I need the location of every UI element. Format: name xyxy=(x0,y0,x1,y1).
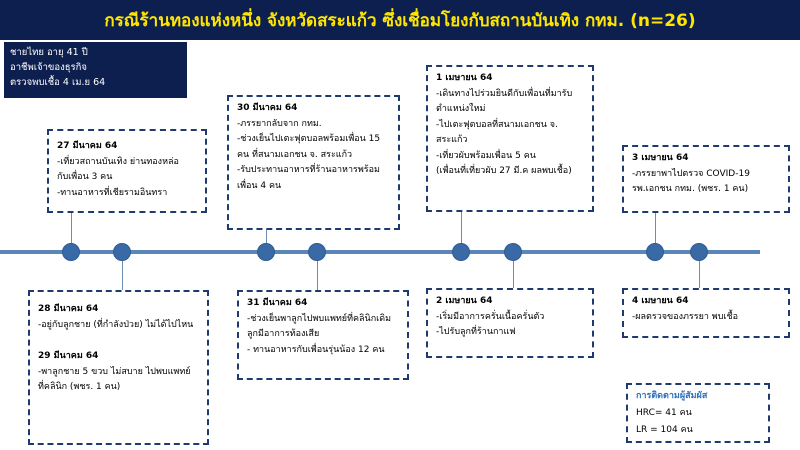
timeline-dot xyxy=(646,243,664,261)
event-date: 3 เมษายน 64 xyxy=(632,153,689,163)
event-line: ที่คลินิก (พชร. 1 คน) xyxy=(38,382,121,392)
event-line: -พาลูกชาย 5 ขวบ ไม่สบาย ไปพบแพทย์ xyxy=(38,366,191,377)
page-title: กรณีร้านทองแห่งหนึ่ง จังหวัดสระแก้ว ซึ่ง… xyxy=(104,10,696,31)
event-box-mar30: 30 มีนาคม 64 -ภรรยากลับจาก กทม. -ช่วงเย็… xyxy=(227,95,400,230)
case-info-line: อาชีพเจ้าของธุรกิจ xyxy=(10,62,87,73)
event-line: คน ที่สนามเอกชน จ. สระแก้ว xyxy=(237,149,353,160)
timeline-dot xyxy=(62,243,80,261)
event-line: ตำแหน่งใหม่ xyxy=(436,104,486,114)
event-line: -ทานอาหารที่เชียรามอินทรา xyxy=(57,187,168,198)
event-line: (เพื่อนที่เที่ยวผับ 27 มี.ค ผลพบเชื้อ) xyxy=(436,166,572,176)
event-line: -เดินทางไปร่วมยินดีกับเพื่อนที่มารับ xyxy=(436,88,573,99)
event-box-apr3: 3 เมษายน 64 -ภรรยาพาไปตรวจ COVID-19 รพ.เ… xyxy=(622,145,790,213)
connector-line xyxy=(266,230,267,245)
summary-line: HRC= 41 คน xyxy=(636,408,692,418)
event-date: 4 เมษายน 64 xyxy=(632,296,689,306)
event-line: -ช่วงเย็นพาลูกไปพบแพทย์ที่คลินิกเดิม xyxy=(247,313,392,324)
connector-line xyxy=(71,213,72,245)
connector-line xyxy=(122,260,123,290)
event-line: -ช่วงเย็นไปเตะฟุตบอลพร้อมเพื่อน 15 xyxy=(237,134,381,144)
event-box-mar27: 27 มีนาคม 64 -เที่ยวสถานบันเทิง ย่านทองห… xyxy=(47,129,207,213)
case-info-box: ชายไทย อายุ 41 ปี อาชีพเจ้าของธุรกิจ ตรว… xyxy=(4,42,187,98)
summary-title: การติดตามผู้สัมผัส xyxy=(636,391,708,401)
case-info-line: ตรวจพบเชื้อ 4 เม.ย 64 xyxy=(10,77,106,88)
event-line: -ผลตรวจของภรรยา พบเชื้อ xyxy=(632,311,739,322)
event-box-apr1: 1 เมษายน 64 -เดินทางไปร่วมยินดีกับเพื่อน… xyxy=(426,65,594,212)
event-line: -เที่ยวผับพร้อมเพื่อน 5 คน xyxy=(436,150,536,161)
title-bar: กรณีร้านทองแห่งหนึ่ง จังหวัดสระแก้ว ซึ่ง… xyxy=(0,0,800,40)
contact-tracing-summary: การติดตามผู้สัมผัส HRC= 41 คน LR = 104 ค… xyxy=(626,383,770,443)
event-box-mar28-29: 28 มีนาคม 64 -อยู่กับลูกชาย (ที่กำลังป่ว… xyxy=(28,290,209,445)
event-line: รพ.เอกชน กทม. (พชร. 1 คน) xyxy=(632,184,749,194)
event-box-apr4: 4 เมษายน 64 -ผลตรวจของภรรยา พบเชื้อ xyxy=(622,288,790,338)
case-info-line: ชายไทย อายุ 41 ปี xyxy=(10,47,88,58)
timeline-dot xyxy=(690,243,708,261)
event-box-apr2: 2 เมษายน 64 -เริ่มมีอาการครั่นเนื้อครั่น… xyxy=(426,288,594,358)
connector-line xyxy=(317,260,318,290)
connector-line xyxy=(461,212,462,245)
timeline-dot xyxy=(308,243,326,261)
timeline-dot xyxy=(504,243,522,261)
summary-line: LR = 104 คน xyxy=(636,425,693,435)
connector-line xyxy=(699,260,700,288)
event-line: -ภรรยากลับจาก กทม. xyxy=(237,118,322,129)
event-line: ลูกมีอาการท้องเสีย xyxy=(247,329,320,339)
timeline-dot xyxy=(113,243,131,261)
event-line: -เริ่มมีอาการครั่นเนื้อครั่นตัว xyxy=(436,311,545,322)
timeline-dot xyxy=(452,243,470,261)
event-date: 30 มีนาคม 64 xyxy=(237,103,298,113)
event-box-mar31: 31 มีนาคม 64 -ช่วงเย็นพาลูกไปพบแพทย์ที่ค… xyxy=(237,290,409,380)
event-line: -ไปเตะฟุตบอลที่สนามเอกชน จ. xyxy=(436,119,558,130)
event-date: 29 มีนาคม 64 xyxy=(38,351,99,361)
event-line: เพื่อน 4 คน xyxy=(237,180,282,191)
event-line: -เที่ยวสถานบันเทิง ย่านทองหล่อ xyxy=(57,156,179,167)
connector-line xyxy=(655,213,656,245)
event-date: 2 เมษายน 64 xyxy=(436,296,493,306)
timeline-axis xyxy=(0,250,760,254)
event-date: 28 มีนาคม 64 xyxy=(38,304,99,314)
event-date: 27 มีนาคม 64 xyxy=(57,141,118,151)
event-date: 31 มีนาคม 64 xyxy=(247,298,308,308)
event-line: -อยู่กับลูกชาย (ที่กำลังป่วย) ไม่ได้ไปไห… xyxy=(38,319,194,330)
connector-line xyxy=(513,260,514,288)
event-line: สระแก้ว xyxy=(436,135,468,145)
event-line: -ไปรับลูกที่ร้านกาแฟ xyxy=(436,327,516,337)
event-line: -รับประทานอาหารที่ร้านอาหารพร้อม xyxy=(237,165,380,175)
event-date: 1 เมษายน 64 xyxy=(436,73,493,83)
timeline-dot xyxy=(257,243,275,261)
event-line: -ภรรยาพาไปตรวจ COVID-19 xyxy=(632,168,750,179)
event-line: - ทานอาหารกับเพื่อนรุ่นน้อง 12 คน xyxy=(247,344,385,355)
event-line: กับเพื่อน 3 คน xyxy=(57,172,113,182)
